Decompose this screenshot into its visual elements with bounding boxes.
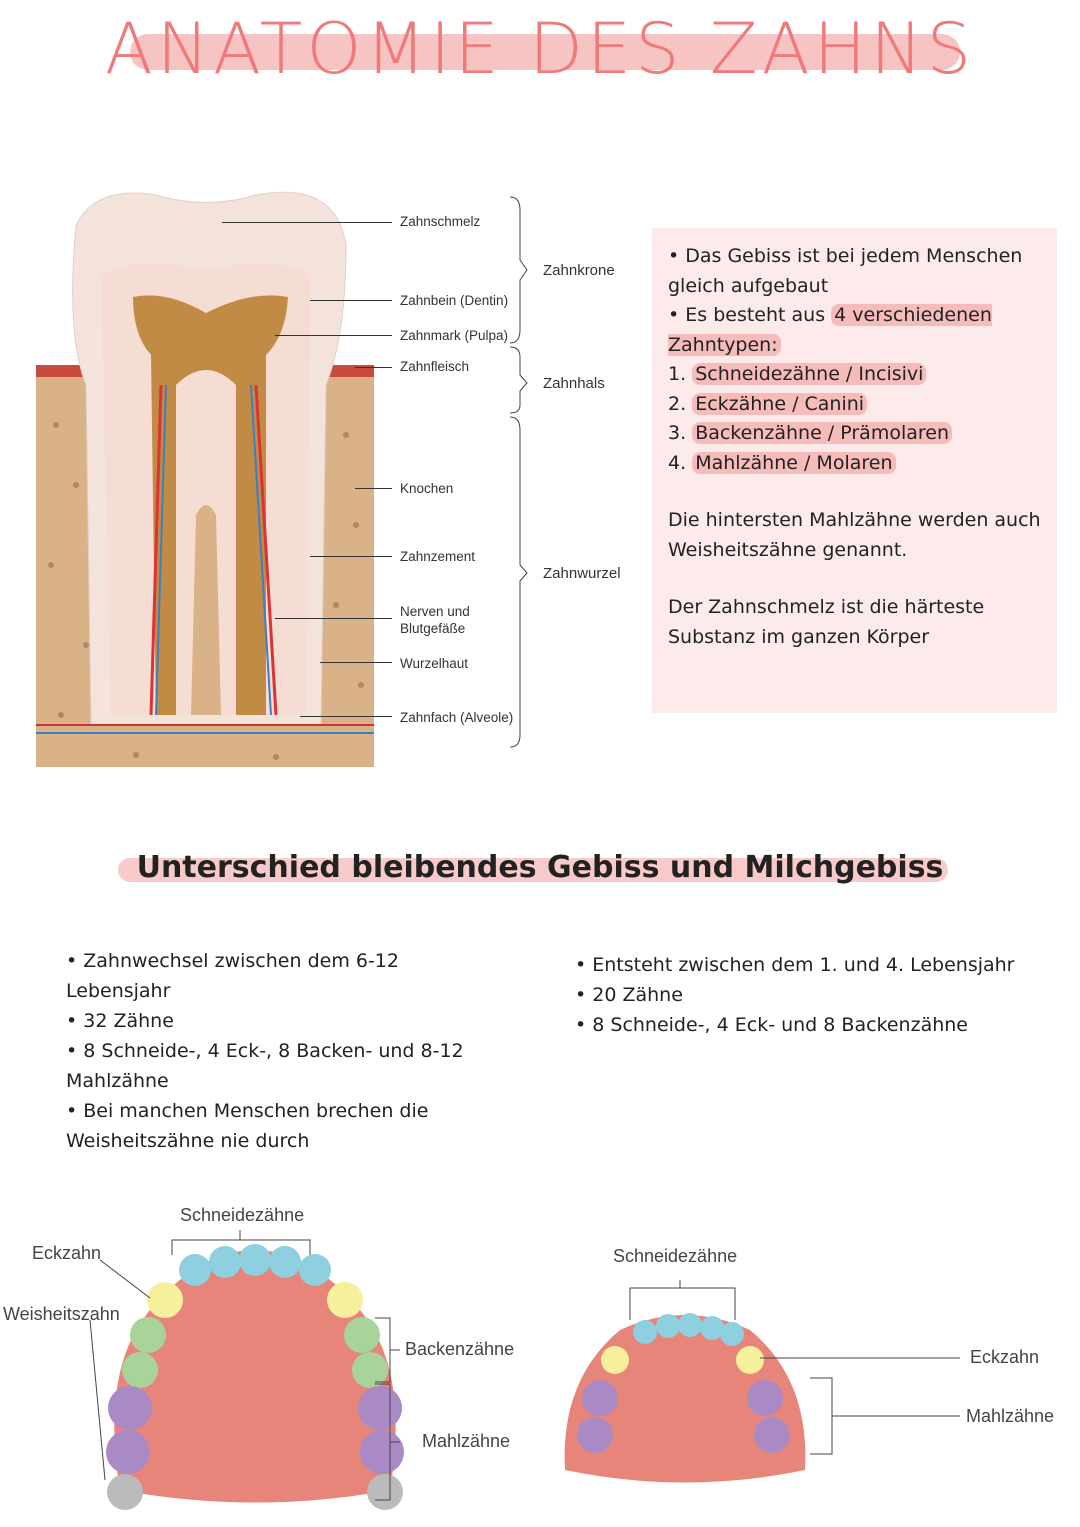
type-name: Mahlzähne [695, 451, 798, 474]
note-bullet-1: • Das Gebiss ist bei jedem Menschen glei… [668, 245, 1023, 297]
group-zahnkrone: Zahnkrone [543, 262, 615, 279]
type-name-highlight: Eckzähne / Canini [692, 392, 868, 415]
leader-line [222, 222, 392, 223]
list-item: • 8 Schneide-, 4 Eck-, 8 Backen- und 8-1… [66, 1040, 464, 1092]
leader-line [275, 335, 392, 336]
label-zahnschmelz: Zahnschmelz [400, 214, 481, 229]
leader-line [310, 300, 392, 301]
type-name: Schneidezähne [695, 363, 840, 385]
tooth-type-item: 3. Backenzähne / Prämolaren [668, 419, 1045, 449]
list-item-text: Entsteht zwischen dem 1. und 4. Lebensja… [592, 954, 1015, 976]
tooth-type-item: 1. Schneidezähne / Incisivi [668, 360, 1045, 390]
type-number: 2. [668, 392, 687, 415]
label-alveole: Zahnfach (Alveole) [400, 710, 514, 725]
label-milk-schneidezaehne: Schneidezähne [613, 1246, 738, 1266]
subheading-highlight [118, 858, 948, 882]
label-wurzelhaut: Wurzelhaut [400, 656, 469, 671]
type-latin: Prämolaren [840, 422, 950, 444]
permanent-jaw-illustration [106, 1244, 404, 1510]
label-mahlzaehne: Mahlzähne [422, 1431, 511, 1451]
label-schneidezaehne: Schneidezähne [180, 1205, 305, 1225]
list-item: • Zahnwechsel zwischen dem 6-12 Lebensja… [66, 950, 399, 1002]
label-milk-mahlzaehne: Mahlzähne [966, 1406, 1055, 1426]
type-latin: Canini [804, 392, 865, 415]
type-latin: Incisivi [858, 363, 924, 385]
tooth-type-item: 2. Eckzähne / Canini [668, 390, 1045, 420]
leader-line [355, 488, 392, 489]
type-name-highlight: Backenzähne / Prämolaren [692, 422, 953, 444]
page-title: ANATOMIE DES ZAHNS [104, 8, 976, 90]
permanent-jaw-leaders [89, 1230, 400, 1501]
leader-line [275, 618, 392, 619]
leader-line [320, 662, 392, 663]
list-item: • 8 Schneide-, 4 Eck- und 8 Backenzähne [575, 1014, 968, 1036]
title-highlight [130, 34, 960, 70]
leader-line [300, 716, 392, 717]
list-item: • Bei manchen Menschen brechen die Weish… [66, 1100, 429, 1152]
group-zahnwurzel: Zahnwurzel [543, 565, 621, 582]
type-number: 3. [668, 422, 687, 444]
label-dentin: Zahnbein (Dentin) [400, 293, 509, 308]
label-eckzahn: Eckzahn [32, 1243, 102, 1263]
type-name: Eckzähne [695, 392, 787, 415]
label-milk-eckzahn: Eckzahn [970, 1347, 1040, 1367]
list-item-text: 8 Schneide-, 4 Eck- und 8 Backenzähne [592, 1014, 968, 1036]
notes-box: • Das Gebiss ist bei jedem Menschen glei… [652, 228, 1057, 713]
tooth-illustration [36, 191, 374, 767]
note-paragraph: Die hintersten Mahlzähne werden auch Wei… [668, 509, 1041, 561]
note-text: Das Gebiss ist bei jedem Menschen gleich… [668, 245, 1023, 297]
label-nerven: Nerven und Blutgefäße [400, 604, 470, 636]
type-name-highlight: Schneidezähne / Incisivi [692, 363, 927, 385]
list-item-text: Bei manchen Menschen brechen die Weishei… [66, 1100, 429, 1152]
label-zahnfleisch: Zahnfleisch [400, 359, 470, 374]
label-pulpa: Zahnmark (Pulpa) [400, 328, 509, 343]
type-number: 4. [668, 451, 687, 474]
list-item: • Entsteht zwischen dem 1. und 4. Lebens… [575, 954, 1015, 976]
tooth-type-item: 4. Mahlzähne / Molaren [668, 449, 1045, 479]
label-knochen: Knochen [400, 481, 454, 496]
leader-line [355, 367, 392, 368]
label-weisheitszahn: Weisheitszahn [3, 1304, 120, 1324]
milk-teeth-list: • Entsteht zwischen dem 1. und 4. Lebens… [575, 950, 1065, 1040]
brackets [509, 196, 528, 748]
list-item-text: 32 Zähne [83, 1010, 174, 1032]
type-name: Backenzähne [695, 422, 822, 444]
label-backenzaehne: Backenzähne [405, 1339, 515, 1359]
list-item-text: Zahnwechsel zwischen dem 6-12 Lebensjahr [66, 950, 399, 1002]
milk-jaw-illustration [564, 1313, 806, 1483]
leader-line [310, 556, 392, 557]
list-item-text: 8 Schneide-, 4 Eck-, 8 Backen- und 8-12 … [66, 1040, 464, 1092]
group-zahnhals: Zahnhals [543, 375, 605, 392]
permanent-teeth-list: • Zahnwechsel zwischen dem 6-12 Lebensja… [66, 946, 466, 1156]
subheading: Unterschied bleibendes Gebiss und Milchg… [136, 850, 944, 885]
type-latin: Molaren [816, 451, 893, 474]
note-text: Es besteht aus [685, 304, 832, 326]
list-item: • 32 Zähne [66, 1010, 174, 1032]
type-number: 1. [668, 363, 687, 385]
type-name-highlight: Mahlzähne / Molaren [692, 451, 896, 474]
list-item-text: 20 Zähne [592, 984, 683, 1006]
note-bullet-2: • Es besteht aus 4 verschiedenen Zahntyp… [668, 304, 992, 356]
note-paragraph: Der Zahnschmelz ist die härteste Substan… [668, 596, 985, 648]
milk-jaw-leaders [629, 1280, 960, 1455]
label-zahnzement: Zahnzement [400, 549, 476, 564]
list-item: • 20 Zähne [575, 984, 683, 1006]
